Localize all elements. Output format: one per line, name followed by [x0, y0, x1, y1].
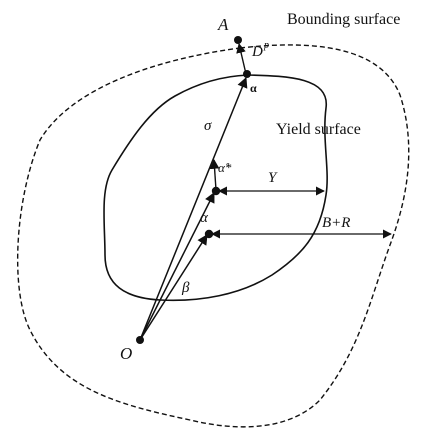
origin-dot	[136, 336, 144, 344]
Dp-label-main: D	[251, 44, 263, 60]
beta-center-dot	[204, 229, 214, 239]
Y-label: Y	[268, 170, 278, 186]
point-A-label: A	[217, 15, 229, 34]
yield-surface-curve	[103, 74, 328, 302]
alpha-label: α	[200, 210, 209, 226]
bounding-surface-label: Bounding surface	[287, 11, 400, 28]
point-A-dot	[234, 36, 242, 44]
B-plus-R-label: B+R	[322, 215, 350, 231]
beta-label: β	[181, 280, 190, 296]
alpha-vector	[139, 192, 215, 341]
stress-point-dot	[243, 70, 251, 78]
origin-label: O	[120, 344, 132, 363]
bounding-surface-curve	[16, 44, 410, 428]
yield-surface-label: Yield surface	[276, 121, 361, 138]
Dp-label-sup: p	[263, 40, 269, 51]
alpha-bold-label: α	[250, 81, 257, 95]
alpha-star-arrow	[209, 159, 220, 191]
Dp-arrow	[236, 43, 247, 75]
alpha-star-label: α̊*	[218, 160, 232, 175]
beta-vector	[139, 234, 208, 341]
sigma-vector	[139, 77, 248, 341]
alpha-center-dot	[211, 186, 221, 196]
sigma-label: σ	[204, 118, 212, 134]
